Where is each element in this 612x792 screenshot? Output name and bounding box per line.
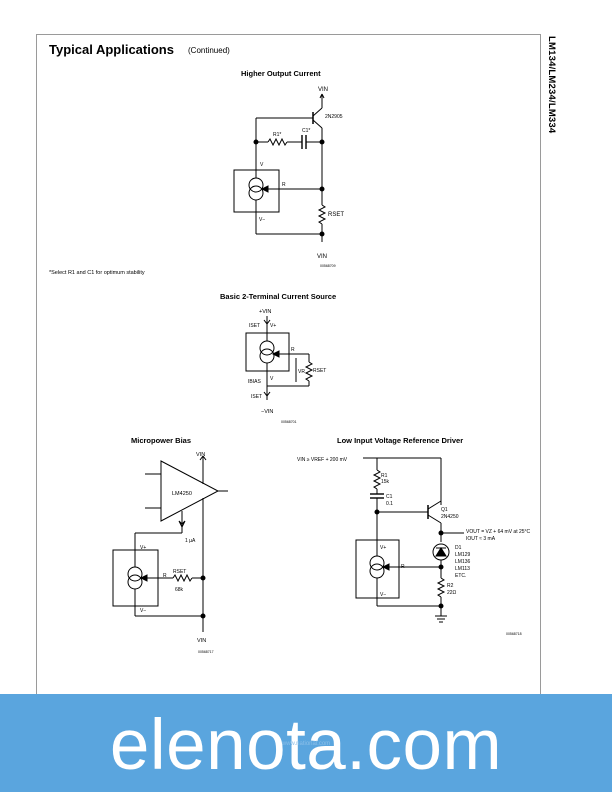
c1-vin-minus: VIN — [317, 254, 327, 260]
c2-v-minus: V — [270, 376, 274, 382]
c1-v-plus: V — [260, 162, 264, 168]
r1-resistor-icon — [267, 137, 288, 147]
footer-banner — [0, 694, 612, 792]
page-title: Typical Applications — [49, 42, 174, 57]
c3-r-pin: R — [163, 573, 167, 579]
rset-resistor-icon — [317, 204, 327, 225]
c1-vin-plus: VIN — [318, 87, 328, 93]
c4-v-minus: V− — [380, 592, 386, 598]
c2-fig: 00568701 — [281, 420, 297, 424]
c3-rset: RSET — [173, 569, 186, 575]
c4-d1-part3: LM113 — [455, 566, 470, 572]
c4-c1: C1 — [386, 494, 393, 500]
c2-v-plus: V+ — [270, 323, 276, 329]
c3-opamp: LM4250 — [172, 491, 192, 497]
c1-rset: RSET — [328, 212, 344, 218]
circuit3-title: Micropower Bias — [131, 436, 192, 445]
c2-rset: RSET — [313, 368, 326, 374]
c4-r1: R1 — [381, 473, 388, 479]
c1-v-minus: V− — [259, 217, 265, 223]
c1-r1: R1* — [273, 132, 281, 138]
c1-fig: 00568709 — [320, 264, 336, 268]
c3-vin-plus: VIN — [196, 452, 205, 458]
c3-v-minus: V− — [140, 608, 146, 614]
c2-vr: VR — [298, 369, 305, 375]
c3-v-plus: V+ — [140, 545, 146, 551]
circuit1-title: Higher Output Current — [241, 69, 321, 78]
rset-resistor-icon — [172, 573, 193, 583]
c4-v-plus: V+ — [380, 545, 386, 551]
c4-iout: IOUT ≈ 3 mA — [466, 536, 496, 542]
c4-c1-value: 0.1 — [386, 501, 393, 507]
r2-resistor-icon — [436, 577, 446, 598]
opamp-icon — [160, 460, 220, 522]
circuit4-title: Low Input Voltage Reference Driver — [337, 436, 464, 445]
c2-vin-plus: +VIN — [259, 309, 271, 315]
c4-r1-value: 15k — [381, 479, 390, 485]
c4-r2: R2 — [447, 583, 454, 589]
rset-resistor-icon — [304, 361, 314, 382]
c2-vin-minus: −VIN — [261, 409, 273, 415]
c4-vin-label: VIN ≥ VREF + 200 mV — [297, 457, 348, 463]
footer-url: www.national.com — [281, 741, 331, 747]
circuit1-footnote: *Select R1 and C1 for optimum stability — [49, 270, 145, 276]
c2-iset-bot: ISET — [251, 394, 262, 400]
c3-rset-value: 68k — [175, 587, 184, 593]
r1-resistor-icon — [372, 469, 382, 490]
c4-vout: VOUT = VZ + 64 mV at 25°C — [466, 529, 531, 535]
c3-vin-minus: VIN — [197, 638, 206, 644]
c4-r-pin: R — [401, 564, 405, 570]
circuit4-schematic — [355, 457, 464, 623]
c4-d1-part1: LM129 — [455, 552, 471, 558]
c1-transistor: 2N2905 — [325, 114, 343, 120]
page-subtitle: (Continued) — [188, 46, 230, 55]
c1-c1: C1* — [302, 128, 310, 134]
c4-q1-part: 2N4250 — [441, 514, 459, 520]
c2-r-pin: R — [291, 347, 295, 353]
circuit2-schematic — [245, 316, 314, 400]
c2-ibias: IBIAS — [248, 379, 261, 385]
c4-d1-part2: LM136 — [455, 559, 471, 565]
c4-q1: Q1 — [441, 507, 448, 513]
circuit3-schematic — [112, 455, 228, 632]
c3-fig: 00568717 — [198, 650, 214, 654]
circuit2-title: Basic 2-Terminal Current Source — [220, 292, 337, 301]
c4-d1-part4: ETC. — [455, 573, 466, 579]
c4-fig: 00568718 — [506, 632, 522, 636]
footer-brand[interactable]: elenota.com — [109, 706, 503, 785]
c4-r2-value: 22Ω — [447, 590, 457, 596]
c3-current: 1 µA — [185, 538, 196, 544]
c1-r-pin: R — [282, 182, 286, 188]
circuit1-schematic — [233, 93, 327, 242]
c4-d1: D1 — [455, 545, 462, 551]
c2-iset-top: ISET — [249, 323, 260, 329]
